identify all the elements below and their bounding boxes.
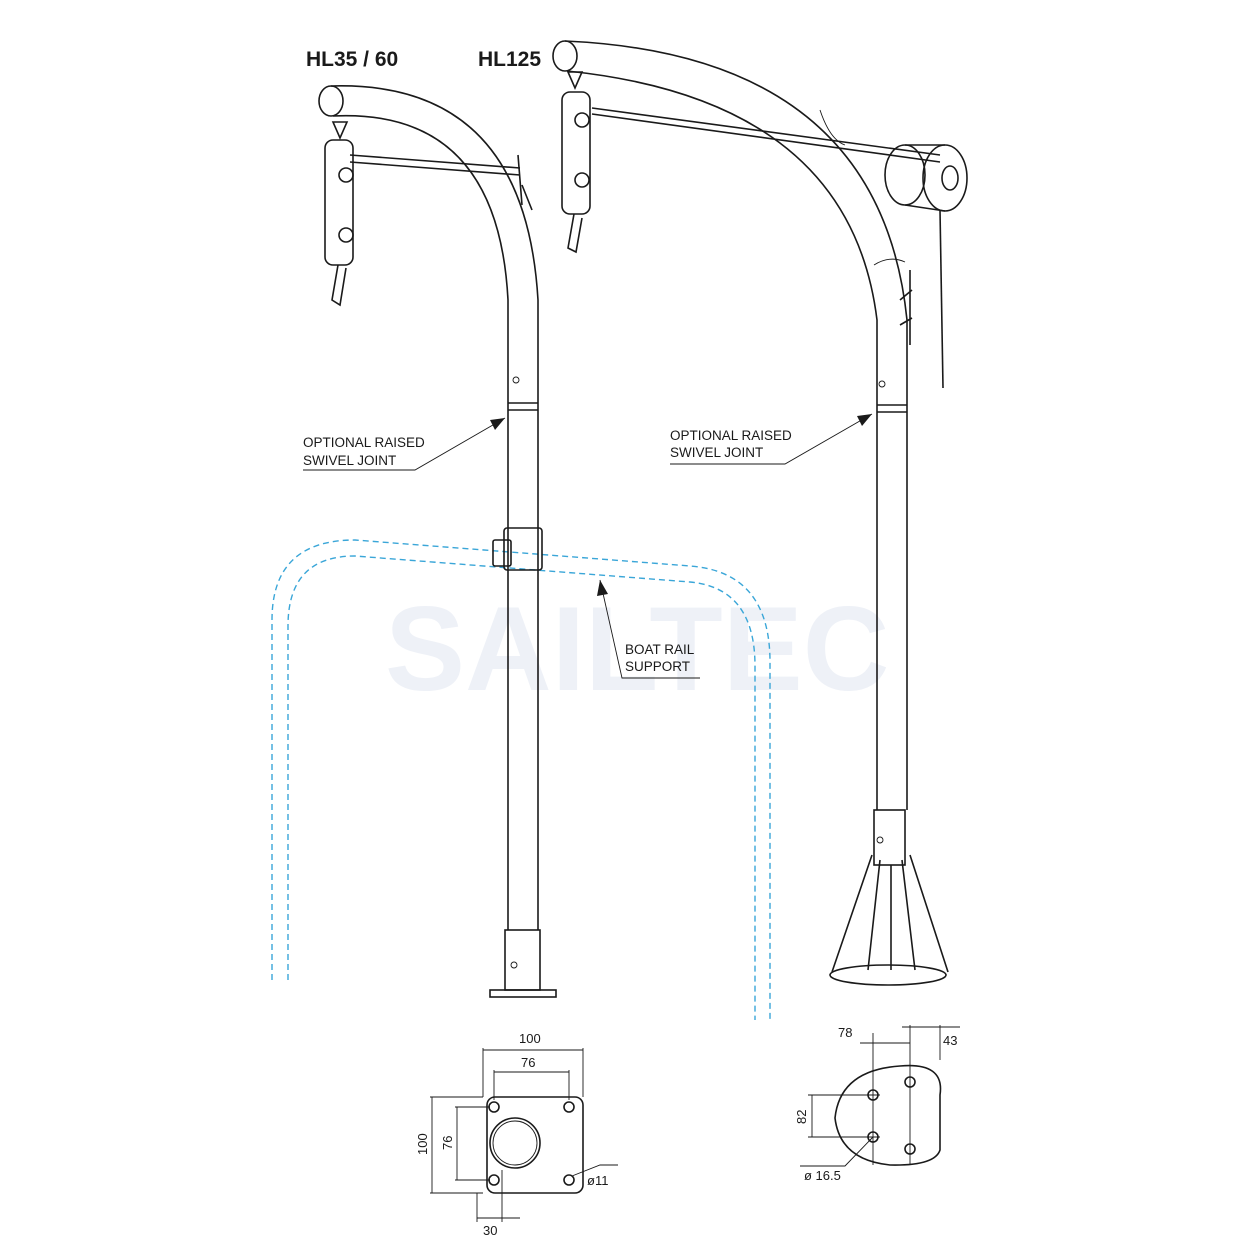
davit-hl35-60 <box>318 85 557 998</box>
svg-text:78: 78 <box>838 1025 852 1040</box>
svg-text:SWIVEL JOINT: SWIVEL JOINT <box>670 445 763 460</box>
callout-rail-support: BOAT RAIL SUPPORT <box>597 579 700 679</box>
watermark: SAILTEC <box>385 582 889 716</box>
svg-text:OPTIONAL RAISED: OPTIONAL RAISED <box>670 428 792 443</box>
callout-left-swivel: OPTIONAL RAISED SWIVEL JOINT <box>303 417 506 471</box>
svg-text:ø 16.5: ø 16.5 <box>804 1168 841 1183</box>
davit-hl125 <box>552 40 968 986</box>
svg-text:100: 100 <box>415 1133 430 1155</box>
svg-text:SWIVEL JOINT: SWIVEL JOINT <box>303 453 396 468</box>
oval-base-plate-detail: 78 43 82 ø 16.5 <box>794 1025 960 1183</box>
model-title-left: HL35 / 60 <box>306 48 398 71</box>
svg-text:82: 82 <box>794 1110 809 1124</box>
svg-text:43: 43 <box>943 1033 957 1048</box>
svg-text:BOAT RAIL: BOAT RAIL <box>625 642 695 657</box>
svg-text:OPTIONAL RAISED: OPTIONAL RAISED <box>303 435 425 450</box>
svg-text:30: 30 <box>483 1223 497 1238</box>
svg-text:ø11: ø11 <box>587 1173 608 1188</box>
svg-text:76: 76 <box>440 1136 455 1150</box>
callout-right-swivel: OPTIONAL RAISED SWIVEL JOINT <box>670 413 873 465</box>
svg-text:76: 76 <box>521 1055 535 1070</box>
model-title-right: HL125 <box>478 48 541 71</box>
square-base-plate-detail: 100 76 100 76 ø11 30 <box>415 1031 618 1238</box>
svg-text:SUPPORT: SUPPORT <box>625 659 690 674</box>
svg-text:100: 100 <box>519 1031 541 1046</box>
boat-rail <box>271 539 771 1020</box>
